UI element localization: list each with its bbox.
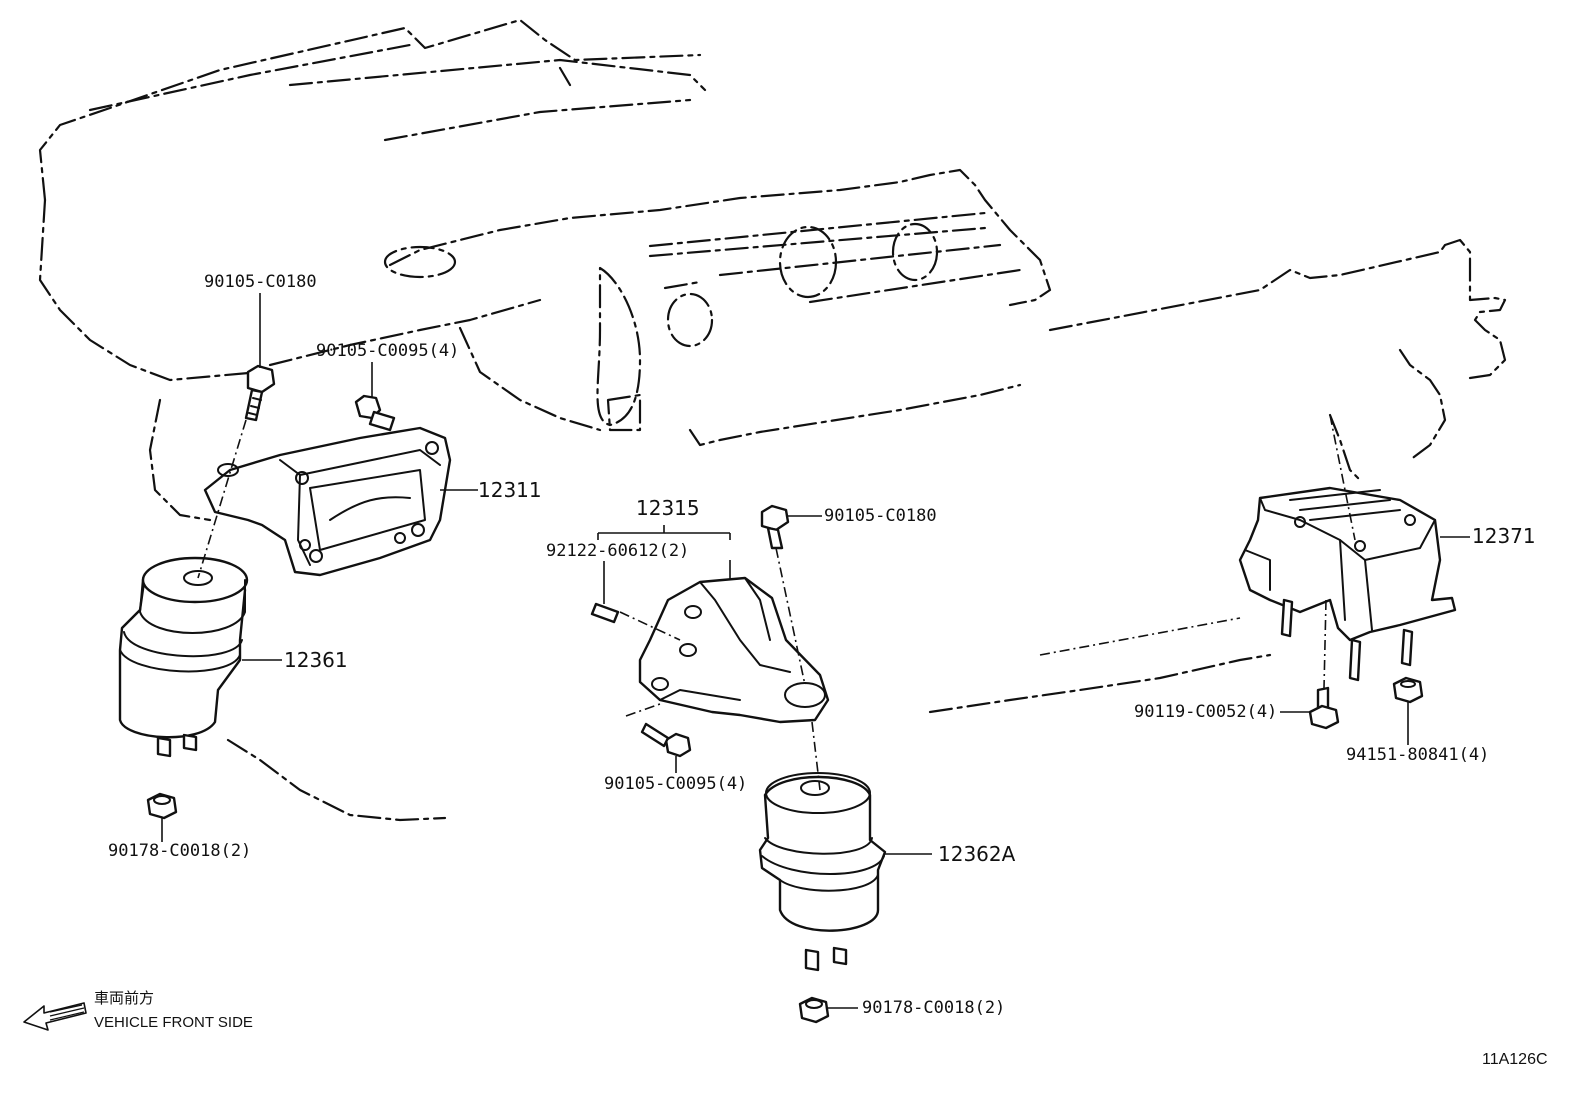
callout-bolt-center-lower: 90105-C0095(4) xyxy=(604,774,748,794)
direction-label-jp: 車両前方 xyxy=(94,990,155,1007)
bracket-12315 xyxy=(638,576,830,724)
callout-nut-center: 90178-C0018(2) xyxy=(862,998,1006,1018)
insulator-12361 xyxy=(118,556,249,758)
bolt-90119-C0052-rear xyxy=(1308,686,1340,730)
mount-12371 xyxy=(1238,486,1457,682)
bolt-90105-C0095-left xyxy=(354,394,396,432)
callout-bolt-upper-left-4: 90105-C0095(4) xyxy=(316,341,460,361)
callout-insulator-center: 12362A xyxy=(938,842,1016,866)
callout-insulator-left: 12361 xyxy=(284,648,348,672)
vehicle-front-arrow-icon xyxy=(23,1002,87,1031)
engine-ghost-outline xyxy=(38,18,1507,822)
insulator-12362A xyxy=(758,772,887,972)
direction-label-en: VEHICLE FRONT SIDE xyxy=(94,1014,253,1031)
bolt-90105-C0095-center xyxy=(640,722,692,758)
bracket-12311 xyxy=(203,426,452,577)
nut-94151-80841-rear xyxy=(1392,676,1424,704)
callout-nut-left: 90178-C0018(2) xyxy=(108,841,252,861)
diagram-id: 11A126C xyxy=(1482,1051,1548,1068)
nut-90178-C0018-center xyxy=(798,996,830,1024)
callout-bolt-upper-left: 90105-C0180 xyxy=(204,272,317,292)
callout-nut-rear: 94151-80841(4) xyxy=(1346,745,1490,765)
stud-92122-60612 xyxy=(590,602,620,624)
nut-90178-C0018-left xyxy=(146,792,178,820)
callout-stud-center: 92122-60612(2) xyxy=(546,541,690,561)
bolt-90105-C0180-center xyxy=(760,504,790,550)
leader-lines xyxy=(161,293,1470,1009)
callout-bolt-center-top: 90105-C0180 xyxy=(824,506,937,526)
bolt-90105-C0180-left xyxy=(244,364,276,422)
callout-bracket-left: 12311 xyxy=(478,478,542,502)
callout-bracket-center: 12315 xyxy=(636,496,700,520)
callout-bolt-rear: 90119-C0052(4) xyxy=(1134,702,1278,722)
callout-mount-rear: 12371 xyxy=(1472,524,1536,548)
assembly-axes xyxy=(197,414,1356,791)
